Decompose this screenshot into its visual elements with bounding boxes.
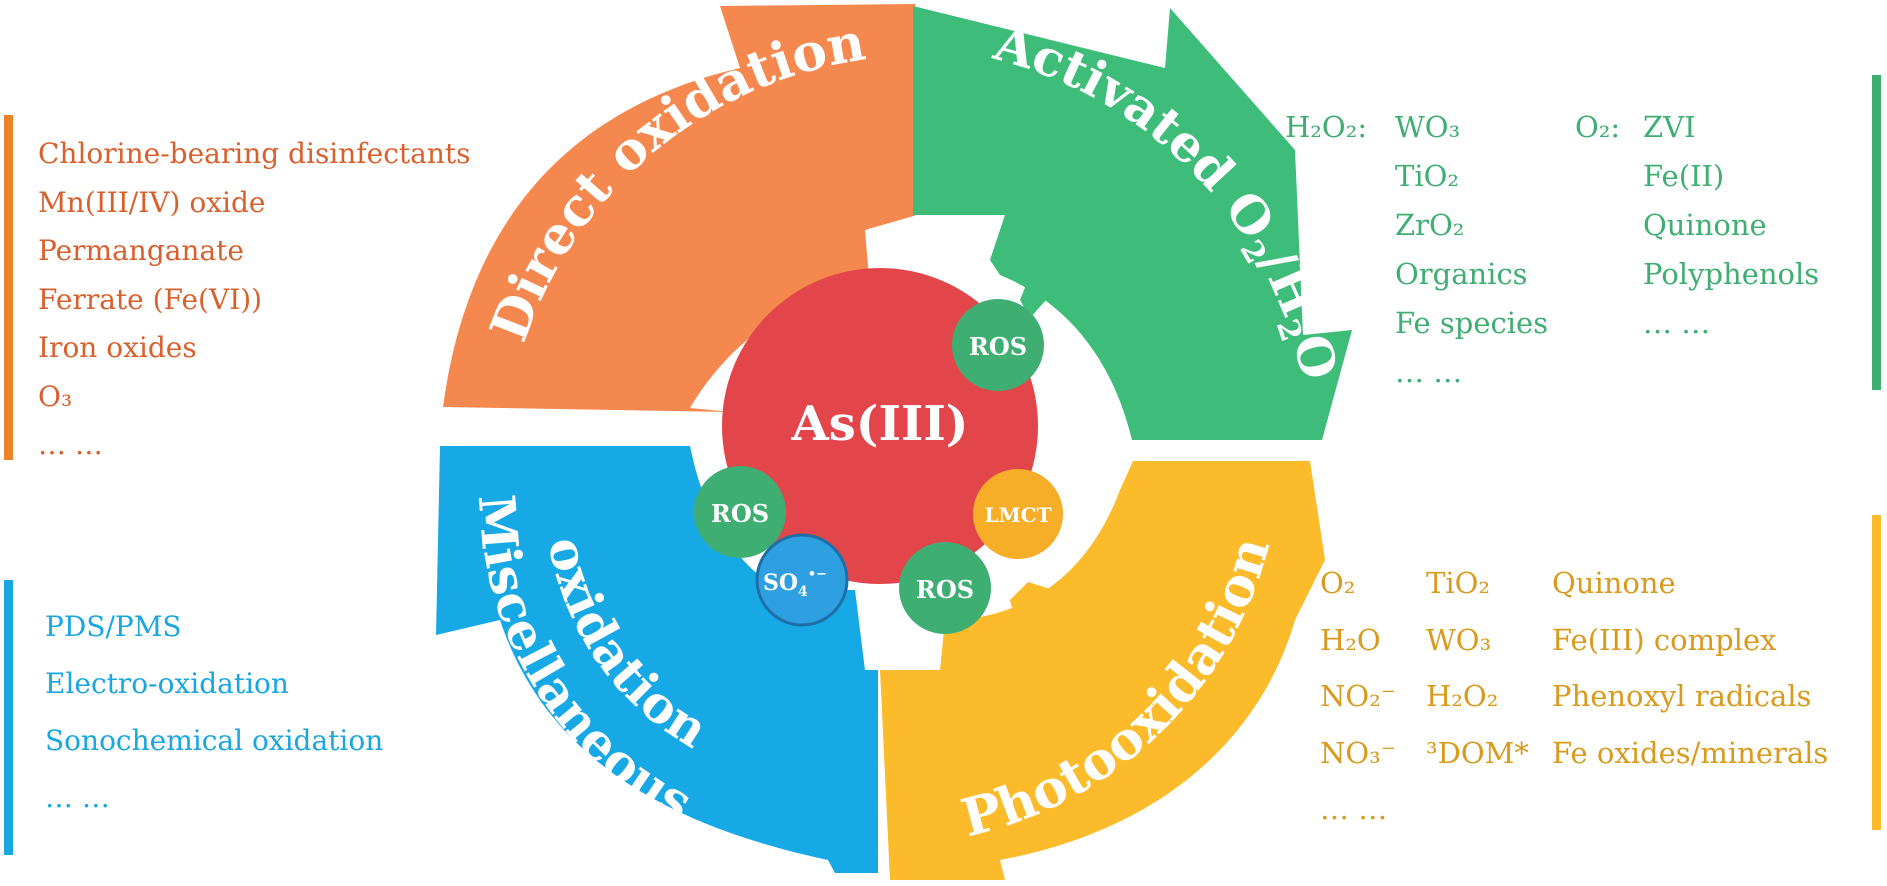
list-item: Phenoxyl radicals: [1552, 679, 1812, 713]
so4-badge: [755, 533, 849, 627]
activated-chevron-icon: [1020, 262, 1070, 318]
photo-chevron-icon: [1010, 582, 1060, 646]
ros-left-label: ROS: [711, 499, 769, 528]
list-item: … …: [1320, 792, 1388, 826]
photo-column-1: O₂ H₂O NO₂⁻ NO₃⁻ … …: [1320, 555, 1396, 838]
misc-chevron-icon: [680, 562, 736, 630]
list-item: H₂O: [1320, 622, 1381, 657]
list-item: Chlorine-bearing disinfectants: [38, 137, 471, 170]
photo-sector-shape: [880, 461, 1325, 880]
list-item: H₂O₂: [1426, 679, 1499, 713]
direct-chevron-icon: [700, 264, 758, 322]
ros-bottom-badge: [899, 542, 991, 634]
list-item: Quinone: [1552, 566, 1676, 600]
misc-sector-shape: [436, 446, 878, 873]
o2-label: O₂:: [1575, 110, 1621, 144]
lmct-label: LMCT: [984, 503, 1051, 527]
o2-column: ZVI Fe(II) Quinone Polyphenols … …: [1643, 103, 1819, 348]
list-item: PDS/PMS: [45, 610, 182, 643]
h2o2-column: WO₃ TiO₂ ZrO₂ Organics Fe species … …: [1395, 103, 1548, 397]
list-item: … …: [1395, 355, 1463, 389]
activated-sector-shape: [913, 6, 1352, 440]
list-item: ZVI: [1643, 110, 1696, 144]
list-item: Quinone: [1643, 208, 1767, 242]
list-item: … …: [1643, 306, 1711, 340]
list-item: NO₃⁻: [1320, 735, 1397, 770]
list-item: Electro-oxidation: [45, 667, 289, 700]
list-item: Iron oxides: [38, 331, 197, 364]
so4-label: SO4•−: [763, 567, 827, 600]
list-item: WO₃: [1395, 110, 1461, 144]
list-item: ZrO₂: [1395, 208, 1465, 242]
ros-left-badge: [694, 466, 786, 558]
photo-list-bar: [1872, 515, 1881, 830]
list-item: Sonochemical oxidation: [45, 724, 384, 757]
misc-oxidation-list: PDS/PMS Electro-oxidation Sonochemical o…: [45, 598, 383, 826]
list-item: NO₂⁻: [1320, 679, 1397, 713]
list-item: Fe species: [1395, 306, 1549, 340]
list-item: WO₃: [1426, 622, 1492, 657]
lmct-badge: [973, 469, 1063, 559]
ros-top-label: ROS: [969, 332, 1027, 361]
list-item: ³DOM*: [1426, 735, 1529, 770]
misc-list-bar: [4, 580, 13, 855]
list-item: TiO₂: [1426, 566, 1491, 600]
list-item: Fe(II): [1643, 159, 1725, 193]
ros-bottom-label: ROS: [916, 575, 974, 604]
list-item: Polyphenols: [1643, 257, 1820, 291]
direct-list-bar: [4, 115, 13, 460]
list-item: Permanganate: [38, 234, 244, 267]
list-item: … …: [45, 781, 110, 814]
list-item: Organics: [1395, 257, 1528, 291]
list-item: TiO₂: [1395, 159, 1460, 193]
list-item: … …: [38, 428, 103, 461]
photo-column-3: Quinone Fe(III) complex Phenoxyl radical…: [1552, 555, 1828, 781]
list-item: Ferrate (Fe(VI)): [38, 282, 263, 316]
list-item: O₂: [1320, 566, 1356, 600]
center-label: As(III): [790, 396, 968, 452]
direct-oxidation-list: Chlorine-bearing disinfectants Mn(III/IV…: [38, 130, 471, 470]
direct-sector-shape: [443, 4, 917, 412]
photo-column-2: TiO₂ WO₃ H₂O₂ ³DOM*: [1426, 555, 1529, 781]
ros-top-badge: [952, 299, 1044, 391]
list-item: Mn(III/IV) oxide: [38, 185, 266, 219]
h2o2-label: H₂O₂:: [1285, 110, 1368, 144]
list-item: Fe(III) complex: [1552, 622, 1777, 657]
list-item: Fe oxides/minerals: [1552, 735, 1829, 770]
activated-list-bar: [1872, 75, 1881, 390]
list-item: O₃: [38, 379, 73, 413]
